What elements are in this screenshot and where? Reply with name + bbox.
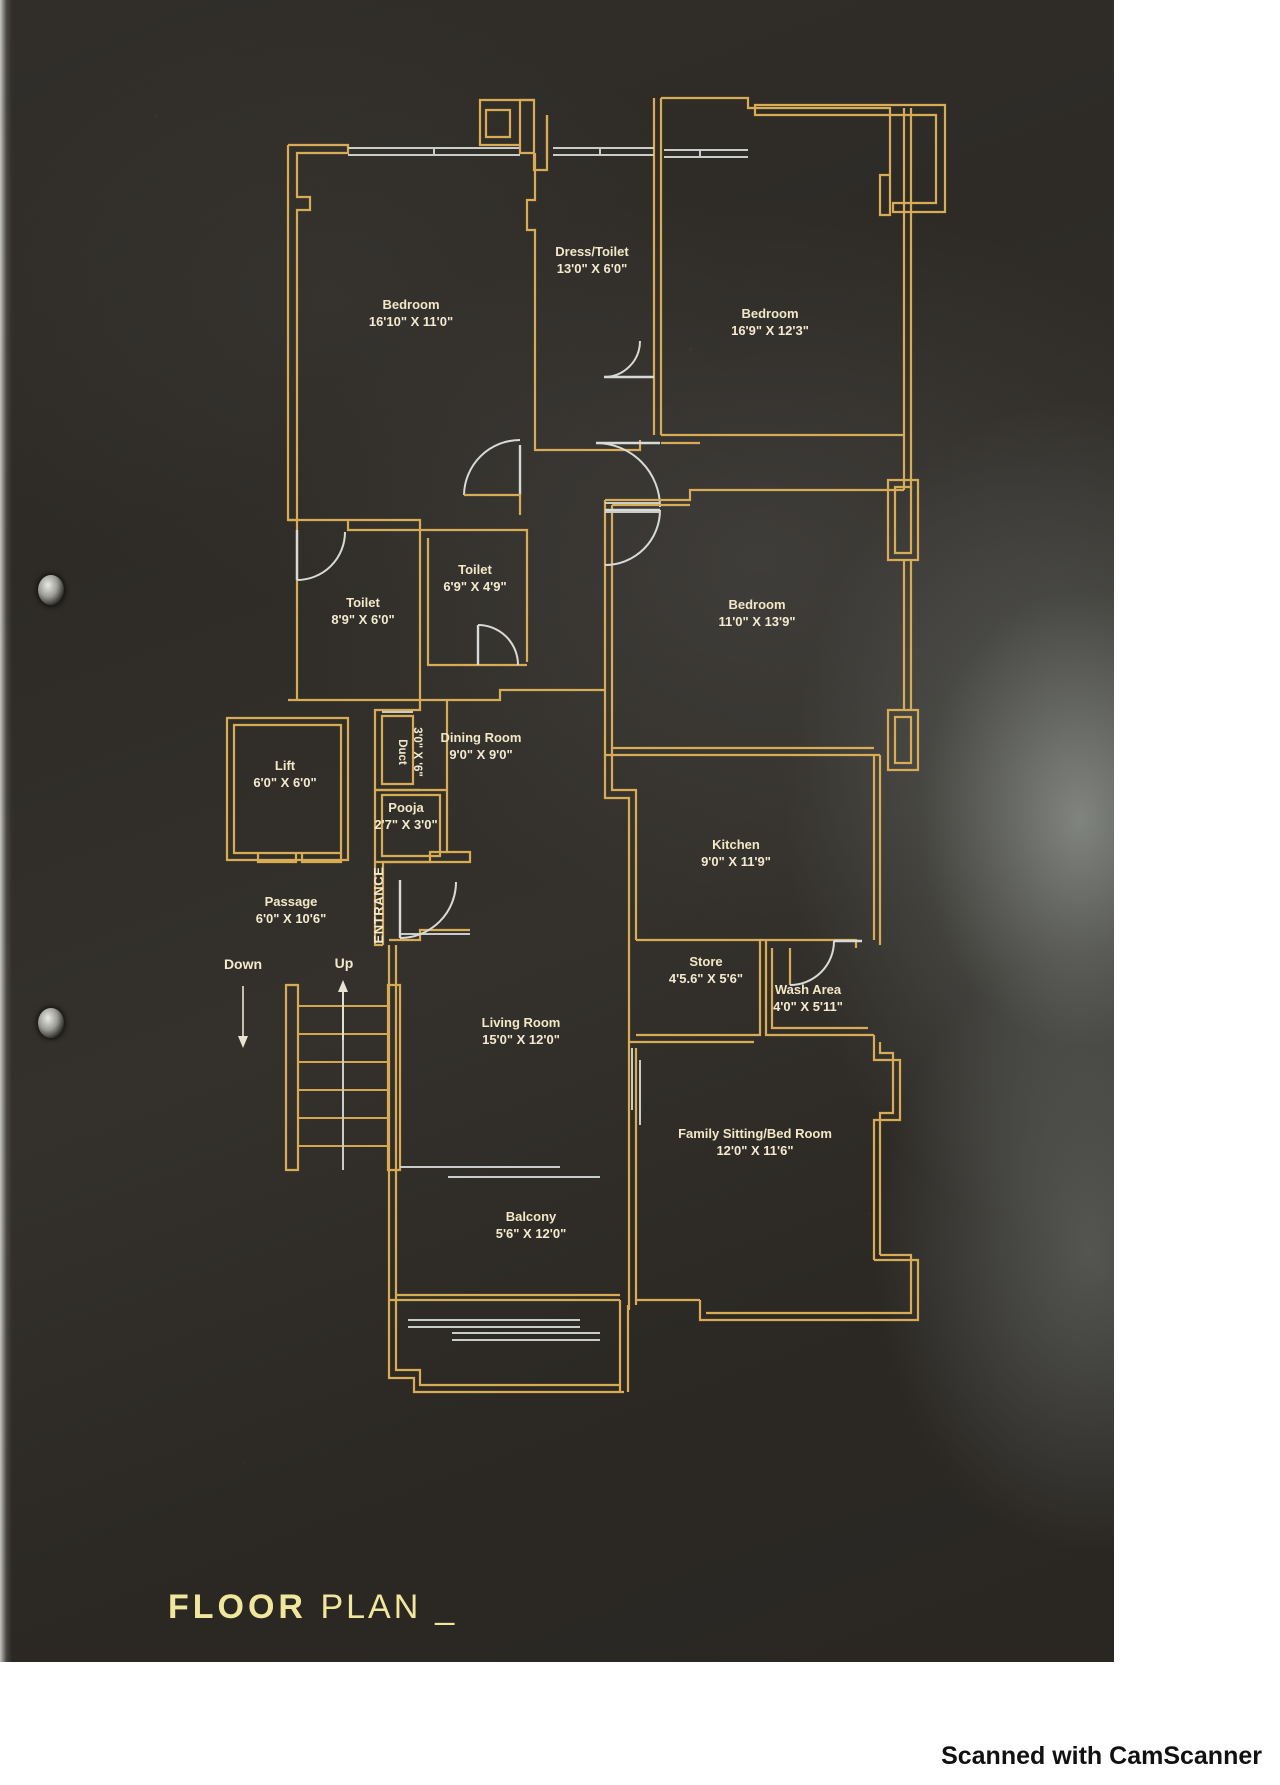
toilet-1-door <box>295 530 346 581</box>
label-entrance: ENTRANCE <box>371 866 386 943</box>
toilet-2-door <box>476 624 519 666</box>
dim-store: 4'5.6" X 5'6" <box>669 971 743 986</box>
label-bedroom-1: Bedroom <box>382 297 439 312</box>
dress-toilet-window <box>553 147 654 156</box>
dim-dining-room: 9'0" X 9'0" <box>449 747 512 762</box>
dim-living-room: 15'0" X 12'0" <box>482 1032 560 1047</box>
dim-duct: 3'0" X '6" <box>411 727 423 777</box>
label-store: Store <box>689 954 722 969</box>
dim-bedroom-2: 16'9" X 12'3" <box>731 323 809 338</box>
room-labels: Bedroom 16'10" X 11'0" Dress/Toilet 13'0… <box>253 244 843 1241</box>
label-dress-toilet: Dress/Toilet <box>555 244 629 259</box>
dim-kitchen: 9'0" X 11'9" <box>701 854 771 869</box>
punch-hole-top-icon <box>38 575 64 605</box>
bedroom-2-walls <box>661 96 947 490</box>
page-title-trailing-mark: _ <box>435 1588 459 1626</box>
label-toilet-2: Toilet <box>458 562 492 577</box>
stair-down-arrow-icon <box>238 986 248 1048</box>
dim-toilet-2: 6'9" X 4'9" <box>443 579 506 594</box>
dim-lift: 6'0" X 6'0" <box>253 775 316 790</box>
label-lift: Lift <box>275 758 296 773</box>
label-living-room: Living Room <box>482 1015 561 1030</box>
dim-passage: 6'0" X 10'6" <box>256 911 327 926</box>
dim-balcony: 5'6" X 12'0" <box>496 1226 567 1241</box>
label-family-sitting-bed-room: Family Sitting/Bed Room <box>678 1126 832 1141</box>
dim-pooja: 2'7" X 3'0" <box>374 817 437 832</box>
torn-paper-edge <box>0 0 12 1662</box>
balcony-walls <box>387 1295 630 1394</box>
dim-dress-toilet: 13'0" X 6'0" <box>557 261 628 276</box>
entrance-door <box>398 880 457 939</box>
bedroom-3-door <box>604 502 661 566</box>
floor-plan-drawing: Bedroom 16'10" X 11'0" Dress/Toilet 13'0… <box>224 96 947 1394</box>
dim-wash-area: 4'0" X 5'11" <box>773 999 843 1014</box>
bedroom-1-window <box>348 147 520 156</box>
lift-walls <box>225 716 350 864</box>
dim-bedroom-3: 11'0" X 13'9" <box>718 614 795 629</box>
camscanner-watermark: Scanned with CamScanner <box>941 1742 1262 1770</box>
page-title-word-1: FLOOR <box>168 1588 307 1626</box>
living-room-walls <box>387 945 620 1302</box>
label-balcony: Balcony <box>506 1209 557 1224</box>
bedroom-2-window <box>664 149 748 158</box>
label-pooja: Pooja <box>388 800 424 815</box>
label-kitchen: Kitchen <box>712 837 760 852</box>
circulation-labels: ENTRANCE Down Up <box>224 866 386 972</box>
wash-area-door <box>789 939 862 986</box>
stair-up-arrow-icon <box>338 980 348 1040</box>
label-bedroom-2: Bedroom <box>741 306 798 321</box>
dim-toilet-1: 8'9" X 6'0" <box>331 612 394 627</box>
label-toilet-1: Toilet <box>346 595 380 610</box>
bedroom-1-door <box>463 439 522 515</box>
bedroom-2-door <box>595 441 661 508</box>
label-dining-room: Dining Room <box>441 730 522 745</box>
label-duct: Duct <box>396 739 408 765</box>
dress-toilet-door <box>603 340 654 379</box>
family-room-walls <box>627 1035 920 1322</box>
label-passage: Passage <box>265 894 318 909</box>
punch-hole-bottom-icon <box>38 1008 64 1038</box>
dim-family-sitting-bed-room: 12'0" X 11'6" <box>716 1143 793 1158</box>
kitchen-walls <box>603 748 882 945</box>
toilet-2-walls <box>420 528 529 667</box>
label-wash-area: Wash Area <box>775 982 842 997</box>
wash-area-walls <box>764 940 874 1037</box>
dining-room-walls <box>382 688 605 864</box>
label-bedroom-3: Bedroom <box>728 597 785 612</box>
scanned-sheet: Bedroom 16'10" X 11'0" Dress/Toilet 13'0… <box>0 0 1114 1662</box>
label-stair-up: Up <box>335 955 354 971</box>
dim-bedroom-1: 16'10" X 11'0" <box>369 314 453 329</box>
page-title: FLOOR PLAN _ <box>168 1588 458 1627</box>
label-stair-down: Down <box>224 956 262 972</box>
page-title-word-2: PLAN <box>320 1588 422 1626</box>
